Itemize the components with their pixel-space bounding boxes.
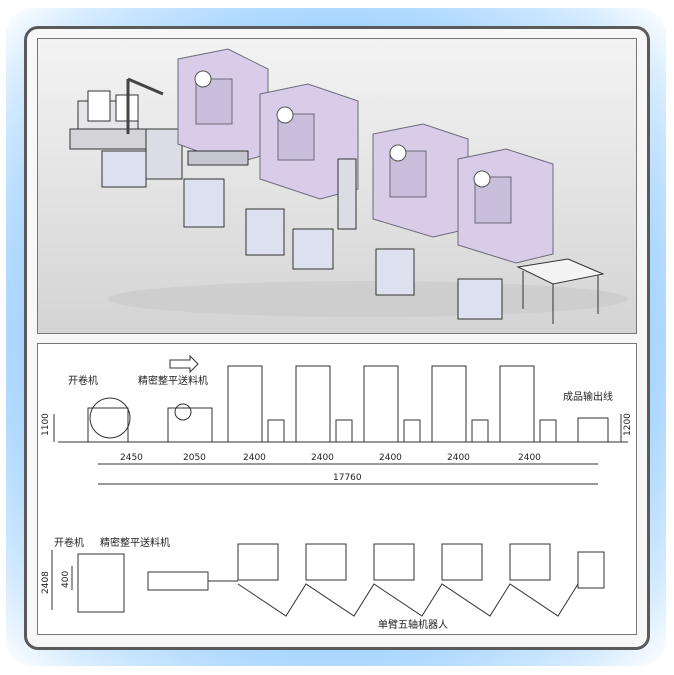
dim-spacing-1: 2450 <box>120 453 143 463</box>
uncoiler-3d <box>69 77 183 188</box>
dim-spacing-6: 2400 <box>447 453 470 463</box>
spacing-dims: 2450 2050 2400 2400 2400 2400 2400 <box>120 453 541 463</box>
press-line-3d-render <box>37 38 637 334</box>
dim-width-outer: 2408 <box>41 571 51 594</box>
render-svg <box>69 48 628 324</box>
dim-spacing-3: 2400 <box>243 453 266 463</box>
dim-height-right: 1200 <box>623 413 633 436</box>
press-3d-3 <box>372 123 469 296</box>
output-line-label: 成品输出线 <box>563 390 613 403</box>
layout-drawing: 开卷机 精密整平送料机 成品输出线 <box>37 343 637 635</box>
dim-spacing-4: 2400 <box>311 453 334 463</box>
plan-view: 开卷机 精密整平送料机 单臂五轴机器人 2408 400 <box>41 536 605 631</box>
press-3d-1 <box>177 48 269 228</box>
plan-feeder-label: 精密整平送料机 <box>100 536 170 549</box>
output-table-3d <box>516 258 605 324</box>
dim-spacing-5: 2400 <box>379 453 402 463</box>
dim-height-left: 1100 <box>41 413 51 436</box>
press-3d-2 <box>245 83 359 270</box>
dim-total-length: 17760 <box>333 473 362 483</box>
drawing-svg: 开卷机 精密整平送料机 成品输出线 <box>41 354 633 631</box>
dim-spacing-2: 2050 <box>183 453 206 463</box>
robot-label: 单臂五轴机器人 <box>378 618 448 631</box>
dim-width-inner: 400 <box>61 571 71 588</box>
dim-spacing-7: 2400 <box>518 453 541 463</box>
feeder-label: 精密整平送料机 <box>138 374 208 387</box>
press-3d-4 <box>457 148 554 320</box>
side-elevation: 开卷机 精密整平送料机 成品输出线 <box>41 354 633 485</box>
plan-uncoiler-label: 开卷机 <box>54 536 84 549</box>
uncoiler-label: 开卷机 <box>68 374 98 387</box>
illustration-card: 开卷机 精密整平送料机 成品输出线 <box>24 26 650 650</box>
